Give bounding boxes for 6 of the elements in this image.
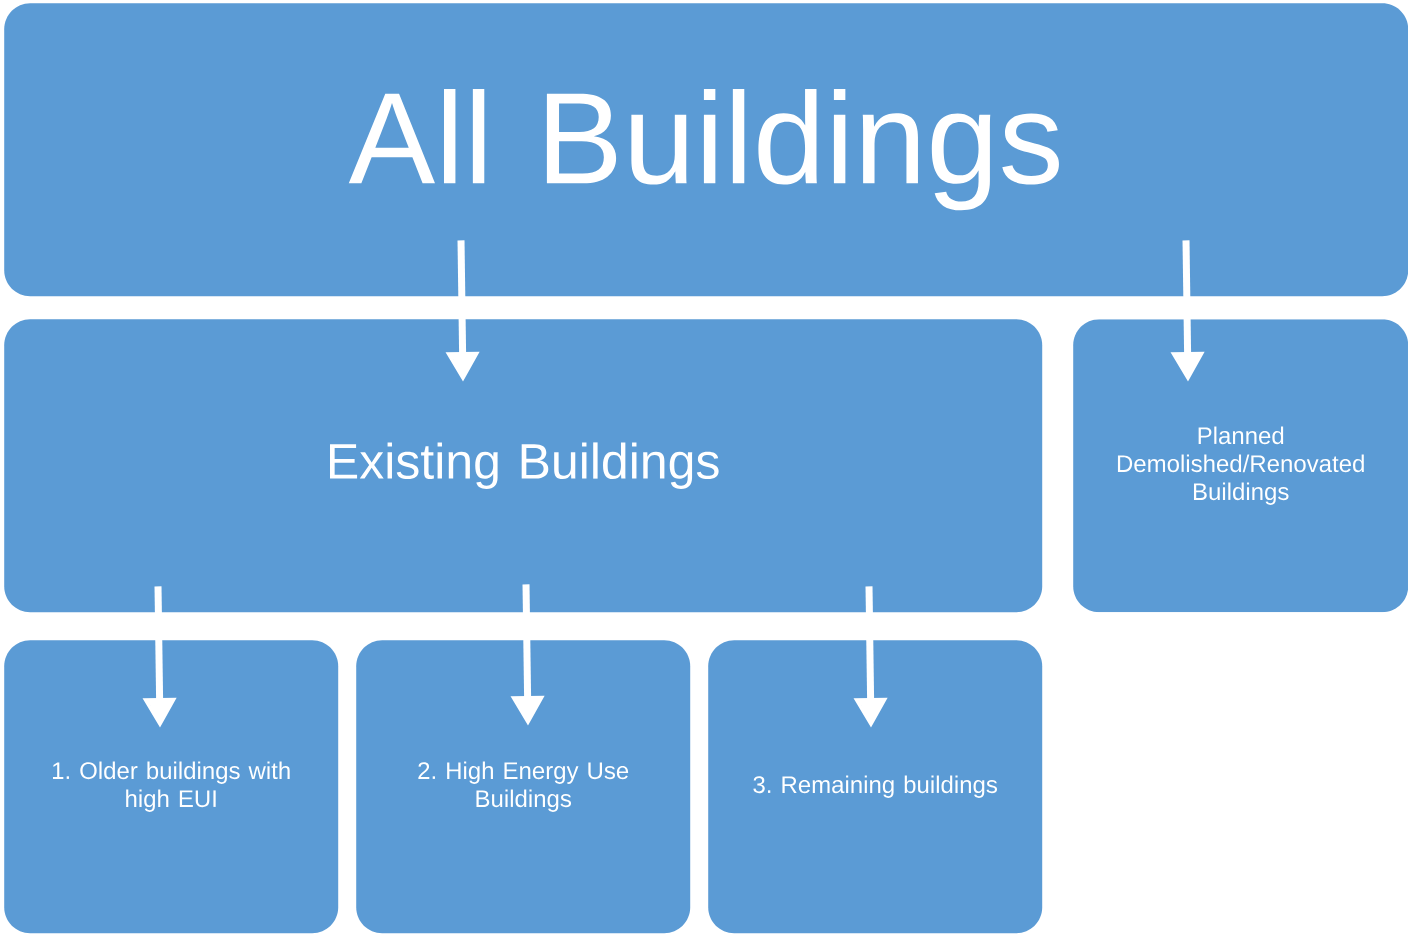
- top-box: All Buildings: [4, 3, 1408, 297]
- group-box: 3. Remaining buildings: [708, 640, 1043, 934]
- category-box: Existing Buildings: [4, 319, 1043, 613]
- group-box: 1. Older buildings with high EUI: [4, 640, 339, 934]
- group-box: 2. High Energy Use Buildings: [356, 640, 691, 934]
- category-box: Planned Demolished/Renovated Buildings: [1073, 319, 1408, 613]
